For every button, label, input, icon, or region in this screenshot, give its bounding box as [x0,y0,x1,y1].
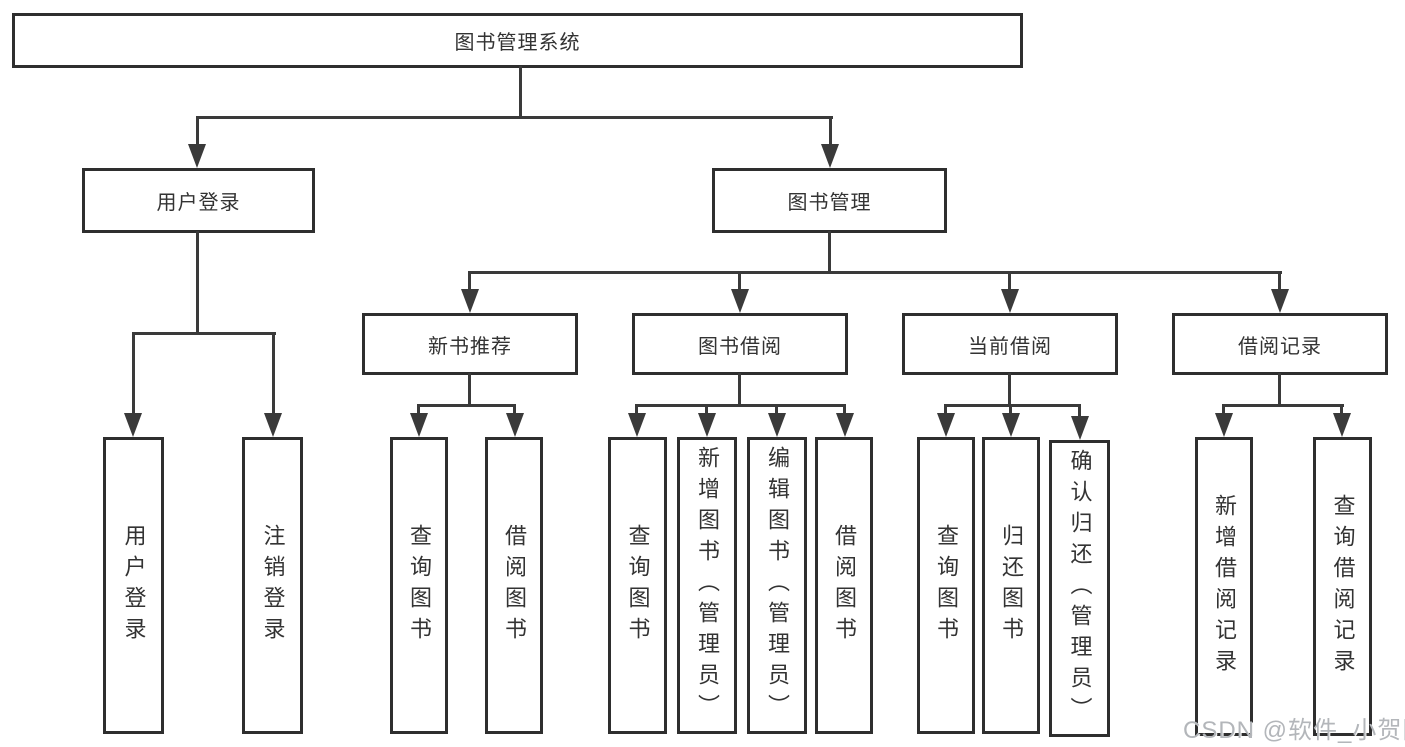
arrowhead-down [188,144,206,168]
group-book-borrowing: 图书借阅 [632,313,848,375]
connector-line [132,332,276,335]
arrowhead-down [124,413,142,437]
connector-line [513,404,516,416]
connector-line [1009,404,1012,416]
leaf-edit-books-admin: 编辑图书（管理员） [747,437,807,734]
connector-line [738,373,741,406]
arrowhead-down [1002,413,1020,437]
arrowhead-down [731,289,749,313]
connector-line [1222,404,1225,416]
connector-line [196,231,199,335]
arrowhead-down [1001,289,1019,313]
connector-line [519,66,522,118]
group-borrowing-records: 借阅记录 [1172,313,1388,375]
connector-line [1078,404,1081,418]
leaf-user-login: 用户登录 [103,437,164,734]
leaf-query-books: 查询图书 [608,437,667,734]
connector-line [1008,271,1011,293]
arrowhead-down [937,413,955,437]
connector-line [944,404,1081,407]
arrowhead-down [1071,416,1089,440]
group-current-borrowing: 当前借阅 [902,313,1118,375]
connector-line [738,271,741,293]
connector-line [272,332,275,416]
connector-line [468,271,471,293]
connector-line [417,404,516,407]
arrowhead-down [1215,413,1233,437]
connector-line [196,116,833,119]
connector-line [1008,373,1011,406]
connector-line [132,332,135,416]
leaf-confirm-return-admin: 确认归还（管理员） [1049,440,1110,737]
leaf-add-borrow-record: 新增借阅记录 [1195,437,1253,736]
leaf-borrow-books: 借阅图书 [485,437,543,734]
connector-line [775,404,778,416]
watermark-text: CSDN @软件_小贺同学 [1183,717,1405,744]
arrowhead-down [628,413,646,437]
group-new-book-recommend: 新书推荐 [362,313,578,375]
arrowhead-down [768,413,786,437]
arrowhead-down [821,144,839,168]
connector-line [469,271,1282,274]
connector-line [843,404,846,416]
leaf-add-books-admin: 新增图书（管理员） [677,437,737,734]
connector-line [944,404,947,416]
arrowhead-down [698,413,716,437]
connector-line [1340,404,1343,416]
root-node-library-management-system: 图书管理系统 [12,13,1023,68]
arrowhead-down [410,413,428,437]
leaf-query-books: 查询图书 [917,437,975,734]
leaf-borrow-books: 借阅图书 [815,437,873,734]
branch-book-management: 图书管理 [712,168,947,233]
connector-line [1278,373,1281,406]
connector-line [468,373,471,406]
connector-line [828,231,831,274]
connector-line [1278,271,1281,293]
connector-line [705,404,708,416]
branch-user-login: 用户登录 [82,168,315,233]
arrowhead-down [1333,413,1351,437]
connector-line [417,404,420,416]
arrowhead-down [1271,289,1289,313]
connector-line [635,404,846,407]
connector-line [829,116,832,148]
arrowhead-down [264,413,282,437]
connector-line [1222,404,1344,407]
leaf-query-books: 查询图书 [390,437,448,734]
leaf-logout: 注销登录 [242,437,303,734]
leaf-query-borrow-record: 查询借阅记录 [1313,437,1372,736]
connector-line [196,116,199,148]
connector-line [635,404,638,416]
arrowhead-down [461,289,479,313]
leaf-return-books: 归还图书 [982,437,1040,734]
arrowhead-down [836,413,854,437]
arrowhead-down [506,413,524,437]
